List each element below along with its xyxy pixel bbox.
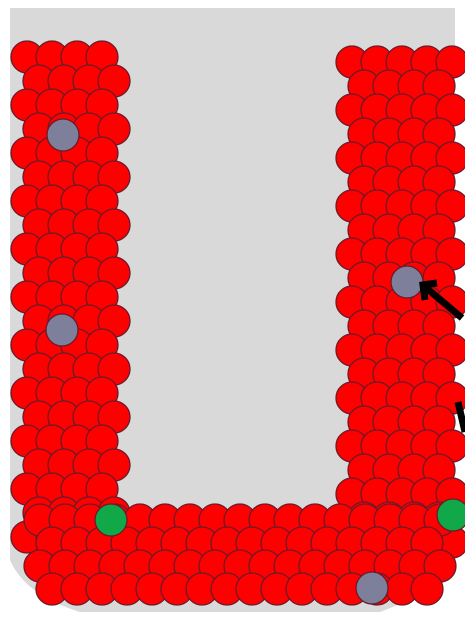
gray-particle	[391, 266, 423, 298]
green-particle	[437, 499, 465, 531]
gray-particle	[356, 572, 388, 604]
green-particle	[95, 504, 127, 536]
gray-particle	[47, 119, 79, 151]
gray-particle	[46, 314, 78, 346]
red-particle	[411, 573, 443, 605]
